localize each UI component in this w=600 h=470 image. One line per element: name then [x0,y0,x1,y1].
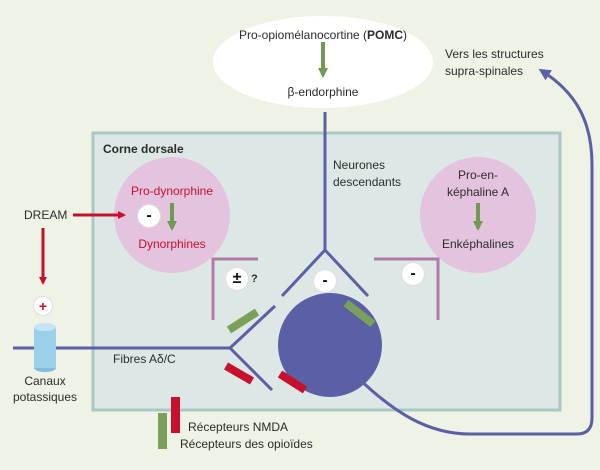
postsynaptic-neuron [278,293,382,397]
canaux-label-line1: Canaux [24,374,66,388]
plusminus-badge: ± [226,268,248,290]
pomc-title-prefix: Pro-opiomélanocortine ( [238,28,368,42]
legend-nmda-swatch [171,397,180,433]
ascending-path [350,68,594,436]
pomc-title-bold: POMC [367,28,404,42]
proenkephaline-line2: képhaline A [446,185,510,199]
minus-badge-dynorphine: - [138,205,160,227]
dream-label: DREAM [24,208,68,222]
minus-badge-enkephaline: - [402,263,424,285]
opioid-receptor-fibre [226,308,260,334]
fibres-label: Fibres Aδ/C [113,352,176,366]
descending-branch-right [323,248,370,298]
bracket-right [374,257,440,320]
descending-branch-left [280,248,327,298]
legend-opioid-swatch [158,413,167,449]
proenkephaline-line1: Pro-en- [457,168,498,182]
opioid-receptor-neuron [343,299,376,328]
dorsal-horn-title: Corne dorsale [103,142,184,156]
plus-sign: + [38,298,48,314]
channel-top [34,323,56,331]
canaux-label-line2: potassiques [12,390,78,404]
minus-badge-neuron: - [314,270,336,292]
pomc-title-suffix: ) [403,28,408,42]
bracket-left [211,257,258,320]
neurons-label-line2: descendants [333,175,402,189]
supra-label-line1: Vers les structures [445,47,544,61]
supra-label-line2: supra-spinales [445,64,524,78]
prodynorphine-label: Pro-dynorphine [130,184,214,198]
plus-badge: + [34,297,52,315]
question-mark: ? [251,273,258,285]
pomc-product: β-endorphine [287,85,359,99]
dynorphines-label: Dynorphines [138,237,206,251]
potassium-channel [34,327,56,368]
legend-nmda-label: Récepteurs NMDA [188,420,289,434]
nmda-receptor-neuron [277,370,308,394]
enkephalines-label: Enképhalines [441,237,515,251]
nmda-receptor-fibre [224,362,254,385]
neurons-label-line1: Neurones [333,158,386,172]
fibre-branch-down [228,346,274,392]
legend-opioid-label: Récepteurs des opioïdes [180,437,313,451]
fibre-branch-up [228,304,277,350]
pomc-title: Pro-opiomélanocortine (POMC) [228,28,418,43]
